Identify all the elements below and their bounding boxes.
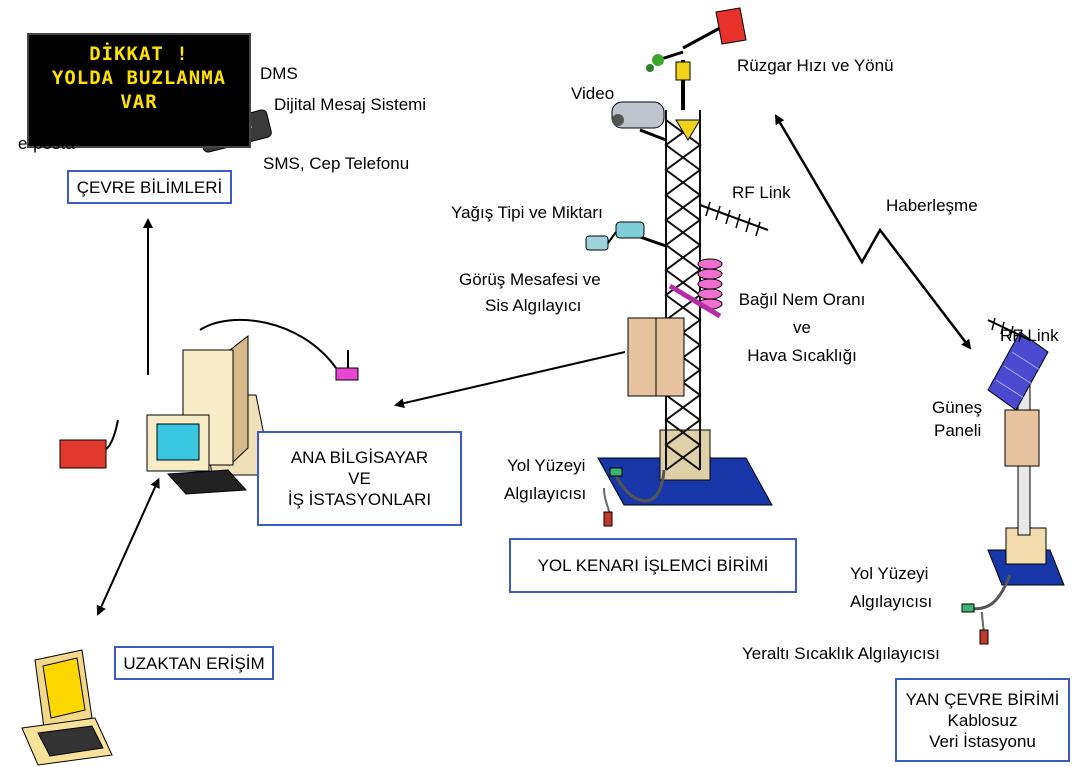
box-uzaktan-erisim: UZAKTAN ERİŞİM	[114, 646, 274, 680]
box-yan-line-3: Veri İstasyonu	[929, 731, 1036, 752]
sign-line-3: VAR	[29, 90, 249, 114]
laptop-icon	[22, 650, 112, 765]
box-yol-kenari: YOL KENARI İŞLEMCİ BİRİMİ	[509, 538, 797, 593]
box-uzaktan-text: UZAKTAN ERİŞİM	[123, 653, 264, 674]
arrow-computer-laptop	[98, 485, 156, 614]
label-gorus-2: Sis Algılayıcı	[485, 296, 581, 316]
box-ana-line-2: VE	[348, 468, 371, 489]
box-cevre-text: ÇEVRE BİLİMLERİ	[77, 177, 223, 198]
label-dms: DMS	[260, 64, 298, 84]
side-station	[962, 318, 1064, 644]
label-gunes-1: Güneş	[932, 398, 982, 418]
box-yan-line-2: Kablosuz	[948, 710, 1018, 731]
label-rflink-right: RF Link	[1000, 326, 1059, 346]
label-sms: SMS, Cep Telefonu	[263, 154, 409, 174]
label-yol1-2: Algılayıcısı	[504, 484, 586, 504]
sign-line-1: DİKKAT !	[29, 42, 249, 66]
box-yan-cevre: YAN ÇEVRE BİRİMİ Kablosuz Veri İstasyonu	[895, 678, 1070, 762]
label-yol1-1: Yol Yüzeyi	[507, 456, 585, 476]
label-eposta: e-posta	[18, 134, 75, 154]
label-yol2-1: Yol Yüzeyi	[850, 564, 928, 584]
label-gorus-1: Görüş Mesafesi ve	[459, 270, 601, 290]
arrow-tower-to-computer	[396, 352, 625, 405]
label-nem-1: Bağıl Nem Oranı	[732, 290, 872, 310]
label-gunes-2: Paneli	[934, 421, 981, 441]
sign-line-2: YOLDA BUZLANMA	[29, 66, 249, 90]
label-video: Video	[571, 84, 614, 104]
label-yeralti: Yeraltı Sıcaklık Algılayıcısı	[742, 644, 940, 664]
label-haberlesme: Haberleşme	[886, 196, 978, 216]
dms-sign: DİKKAT ! YOLDA BUZLANMA VAR	[27, 33, 251, 148]
box-cevre-bilimleri: ÇEVRE BİLİMLERİ	[67, 170, 232, 204]
arrow-haberlesme	[779, 121, 970, 348]
box-yol-kenari-text: YOL KENARI İŞLEMCİ BİRİMİ	[538, 555, 769, 576]
box-yan-line-1: YAN ÇEVRE BİRİMİ	[906, 689, 1060, 710]
box-ana-bilgisayar: ANA BİLGİSAYAR VE İŞ İSTASYONLARI	[257, 431, 462, 526]
label-nem-3: Hava Sıcaklığı	[732, 346, 872, 366]
label-nem-2: ve	[732, 318, 872, 338]
box-ana-line-3: İŞ İSTASYONLARI	[288, 489, 431, 510]
box-ana-line-1: ANA BİLGİSAYAR	[291, 447, 428, 468]
label-yagis: Yağış Tipi ve Miktarı	[451, 203, 603, 223]
label-yol2-2: Algılayıcısı	[850, 592, 932, 612]
label-rflink-top: RF Link	[732, 183, 791, 203]
label-dijital: Dijital Mesaj Sistemi	[274, 95, 426, 115]
label-ruzgar: Rüzgar Hızı ve Yönü	[737, 56, 894, 76]
